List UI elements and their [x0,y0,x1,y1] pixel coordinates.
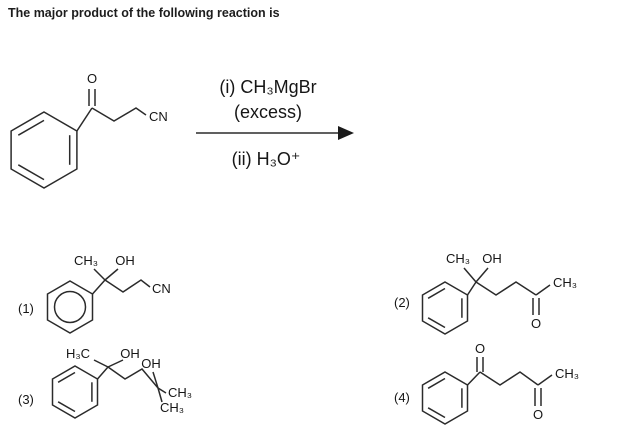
methyl-label: CH₃ [74,253,98,268]
ketone-oxygen-label: O [531,316,541,331]
methyl-label: H₃C [66,346,90,361]
reaction-arrow [196,126,354,140]
hydroxyl-label: OH [115,253,135,268]
terminal-methyl-label: CH₃ [553,275,577,290]
option-2-number: (2) [394,295,410,310]
question-title: The major product of the following react… [8,6,280,20]
reagent-step1: (i) CH₃MgBr [219,77,316,97]
hydroxyl-label: OH [482,251,502,266]
carbonyl-group: O [76,71,97,132]
option-3-number: (3) [18,392,34,407]
option-4-number: (4) [394,390,410,405]
bond-lines [463,267,551,315]
reagent-excess: (excess) [234,102,302,122]
bond-lines [93,359,167,403]
hydroxyl-label-1: OH [120,346,140,361]
option-3-structure: (3) H₃C OH OH CH₃ CH₃ [18,346,192,419]
hydroxyl-label-2: OH [141,356,161,371]
option-2-structure: (2) CH₃ OH CH₃ O [394,251,577,335]
option-4-structure: (4) O CH₃ O [394,341,579,425]
option-1-structure: (1) CH₃ OH CN [18,253,171,334]
gem-methyl-label-2: CH₃ [160,400,184,415]
bond-lines [91,268,151,295]
benzene-ring [421,371,469,425]
benzene-ring [421,281,469,335]
nitrile-label: CN [149,109,168,124]
reagent-step2: (ii) H₃O⁺ [232,149,301,169]
option-1-number: (1) [18,301,34,316]
methyl-label: CH₃ [446,251,470,266]
benzene-ring [51,365,99,419]
oxygen-label: O [87,71,97,86]
reaction-scheme: O CN (i) CH₃MgBr (excess) (ii) H₃O⁺ [10,71,354,189]
nitrile-label: CN [152,281,171,296]
benzene-ring [10,111,78,189]
bond-lines [466,357,553,406]
benzene-ring [46,280,94,334]
terminal-methyl-label: CH₃ [555,366,579,381]
gem-methyl-label-1: CH₃ [168,385,192,400]
propanenitrile-chain: CN [91,107,168,124]
ketone-oxygen-label-bottom: O [533,407,543,422]
ketone-oxygen-label-top: O [475,341,485,356]
